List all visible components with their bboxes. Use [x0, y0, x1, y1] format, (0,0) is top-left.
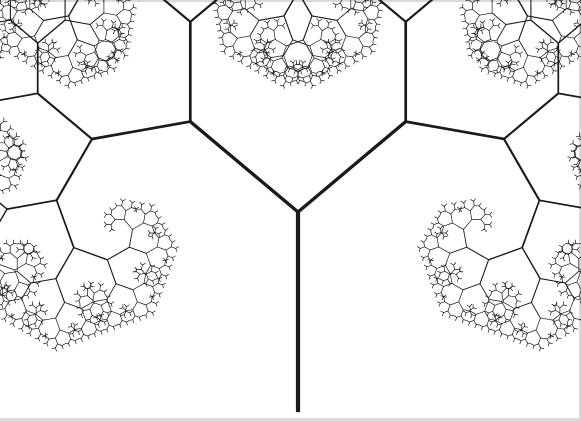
branch-level-5 [0, 0, 581, 279]
branch-level-7 [0, 0, 581, 318]
branch-level-1 [190, 122, 405, 212]
branch-level-10 [0, 0, 581, 344]
branch-level-8 [0, 0, 581, 330]
branch-level-2 [92, 22, 504, 139]
branch-level-12 [0, 0, 581, 351]
branch-level-9 [0, 0, 581, 338]
branch-level-6 [0, 0, 581, 302]
fractal-branches [0, 0, 581, 410]
branch-level-4 [0, 0, 581, 248]
